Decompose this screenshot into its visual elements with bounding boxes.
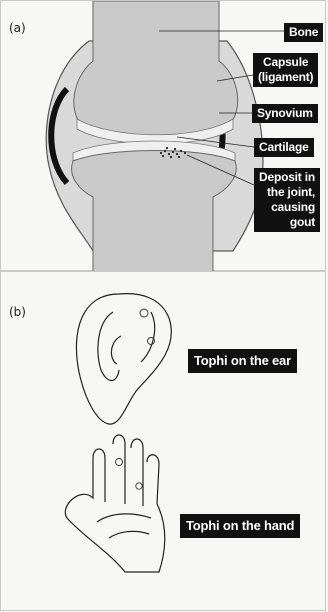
ear-hand-illustration bbox=[1, 272, 327, 612]
hand-drawing bbox=[65, 435, 164, 572]
label-tophi-ear: Tophi on the ear bbox=[188, 349, 297, 373]
hand-tophi bbox=[116, 459, 143, 490]
panel-tophi: (b) Tophi on the ear Tophi bbox=[0, 271, 326, 611]
label-cartilage: Cartilage bbox=[254, 138, 314, 157]
panel-joint: (a) Bone Capsule (ligament) bbox=[0, 0, 326, 271]
label-tophi-hand: Tophi on the hand bbox=[180, 514, 300, 538]
lower-bone bbox=[72, 151, 237, 273]
label-synovium: Synovium bbox=[252, 104, 318, 123]
label-capsule: Capsule (ligament) bbox=[253, 53, 318, 87]
ear-drawing bbox=[76, 294, 171, 424]
label-bone: Bone bbox=[284, 23, 323, 42]
upper-bone bbox=[74, 1, 238, 138]
label-deposit: Deposit in the joint, causing gout bbox=[254, 168, 320, 232]
